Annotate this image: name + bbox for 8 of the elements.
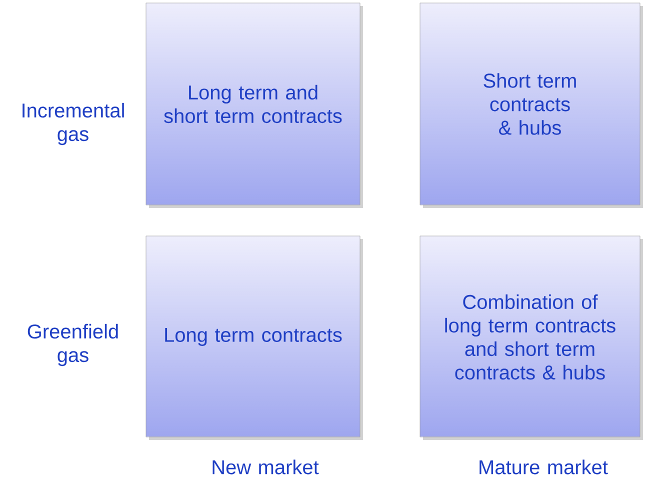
axis-label: New market xyxy=(212,460,319,474)
text-box: Long term contracts xyxy=(146,236,363,440)
text-box: Combination of long term contracts and short term contracts & hubs xyxy=(420,236,643,440)
axis-label: Mature market xyxy=(480,460,608,474)
axis-label: Incremental gas xyxy=(22,102,124,146)
text-box: Short term contracts & hubs xyxy=(420,2,643,208)
axis-label: Greenfield gas xyxy=(28,324,118,366)
text-box: Long term and short term contracts xyxy=(146,2,363,208)
